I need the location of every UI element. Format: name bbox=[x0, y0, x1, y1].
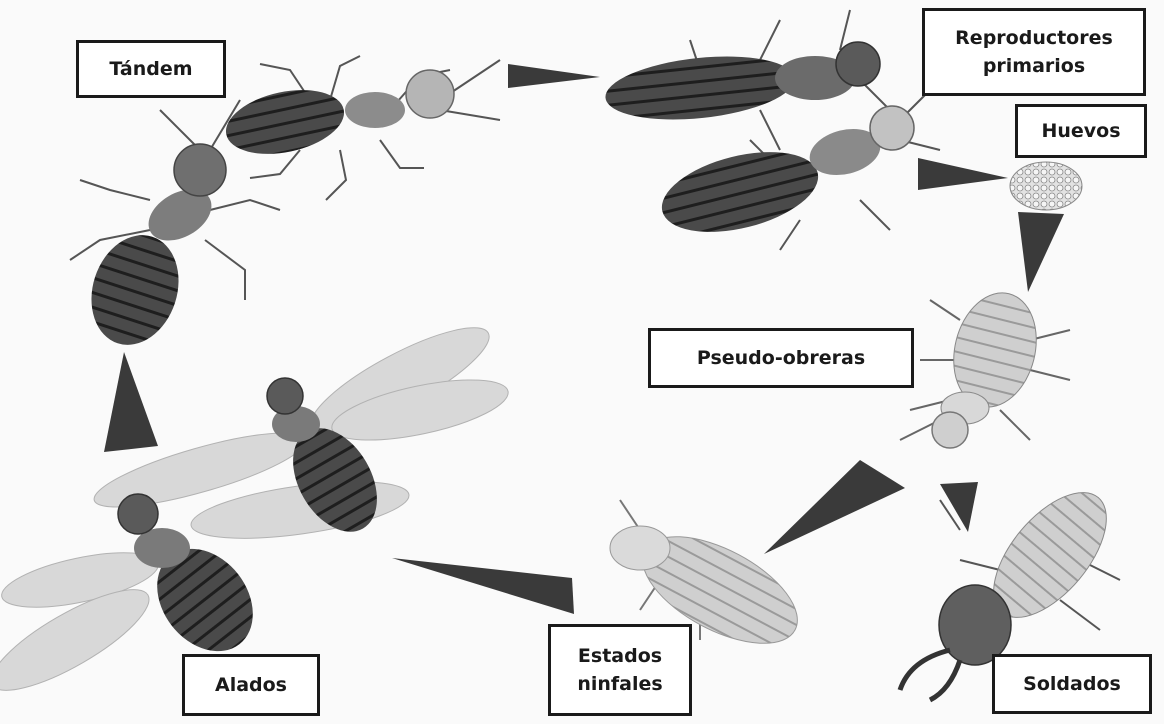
arrow-tandem-to-reproductores bbox=[508, 64, 600, 88]
label-reproductores-line1: Reproductores bbox=[955, 24, 1113, 52]
label-estados-line2: ninfales bbox=[577, 670, 662, 698]
label-huevos: Huevos bbox=[1015, 104, 1147, 158]
winged-termites bbox=[0, 310, 513, 707]
label-soldados-text: Soldados bbox=[1023, 670, 1121, 698]
label-tandem-text: Tándem bbox=[109, 55, 192, 83]
arrow-huevos-to-pseudo-obreras bbox=[1018, 212, 1064, 292]
label-alados-text: Alados bbox=[215, 671, 287, 699]
arrow-huevos-to-reproductores bbox=[918, 158, 1008, 190]
label-estados-ninfales: Estados ninfales bbox=[548, 624, 692, 716]
pseudo-worker-termite bbox=[900, 284, 1070, 448]
primary-reproductives bbox=[602, 10, 940, 250]
tandem-termites bbox=[70, 56, 500, 356]
label-estados-line1: Estados bbox=[578, 642, 662, 670]
arrow-pseudo-obreras-to-estados-ninfales bbox=[764, 460, 905, 554]
label-reproductores-primarios: Reproductores primarios bbox=[922, 8, 1146, 96]
arrow-alados-to-tandem bbox=[104, 352, 158, 452]
label-alados: Alados bbox=[182, 654, 320, 716]
eggs-cluster bbox=[1010, 162, 1082, 210]
label-soldados: Soldados bbox=[992, 654, 1152, 714]
label-tandem: Tándem bbox=[76, 40, 226, 98]
label-pseudo-obreras-text: Pseudo-obreras bbox=[697, 344, 865, 372]
label-huevos-text: Huevos bbox=[1041, 117, 1120, 145]
label-pseudo-obreras: Pseudo-obreras bbox=[648, 328, 914, 388]
label-reproductores-line2: primarios bbox=[983, 52, 1085, 80]
arrow-estados-ninfales-to-alados bbox=[392, 558, 574, 614]
